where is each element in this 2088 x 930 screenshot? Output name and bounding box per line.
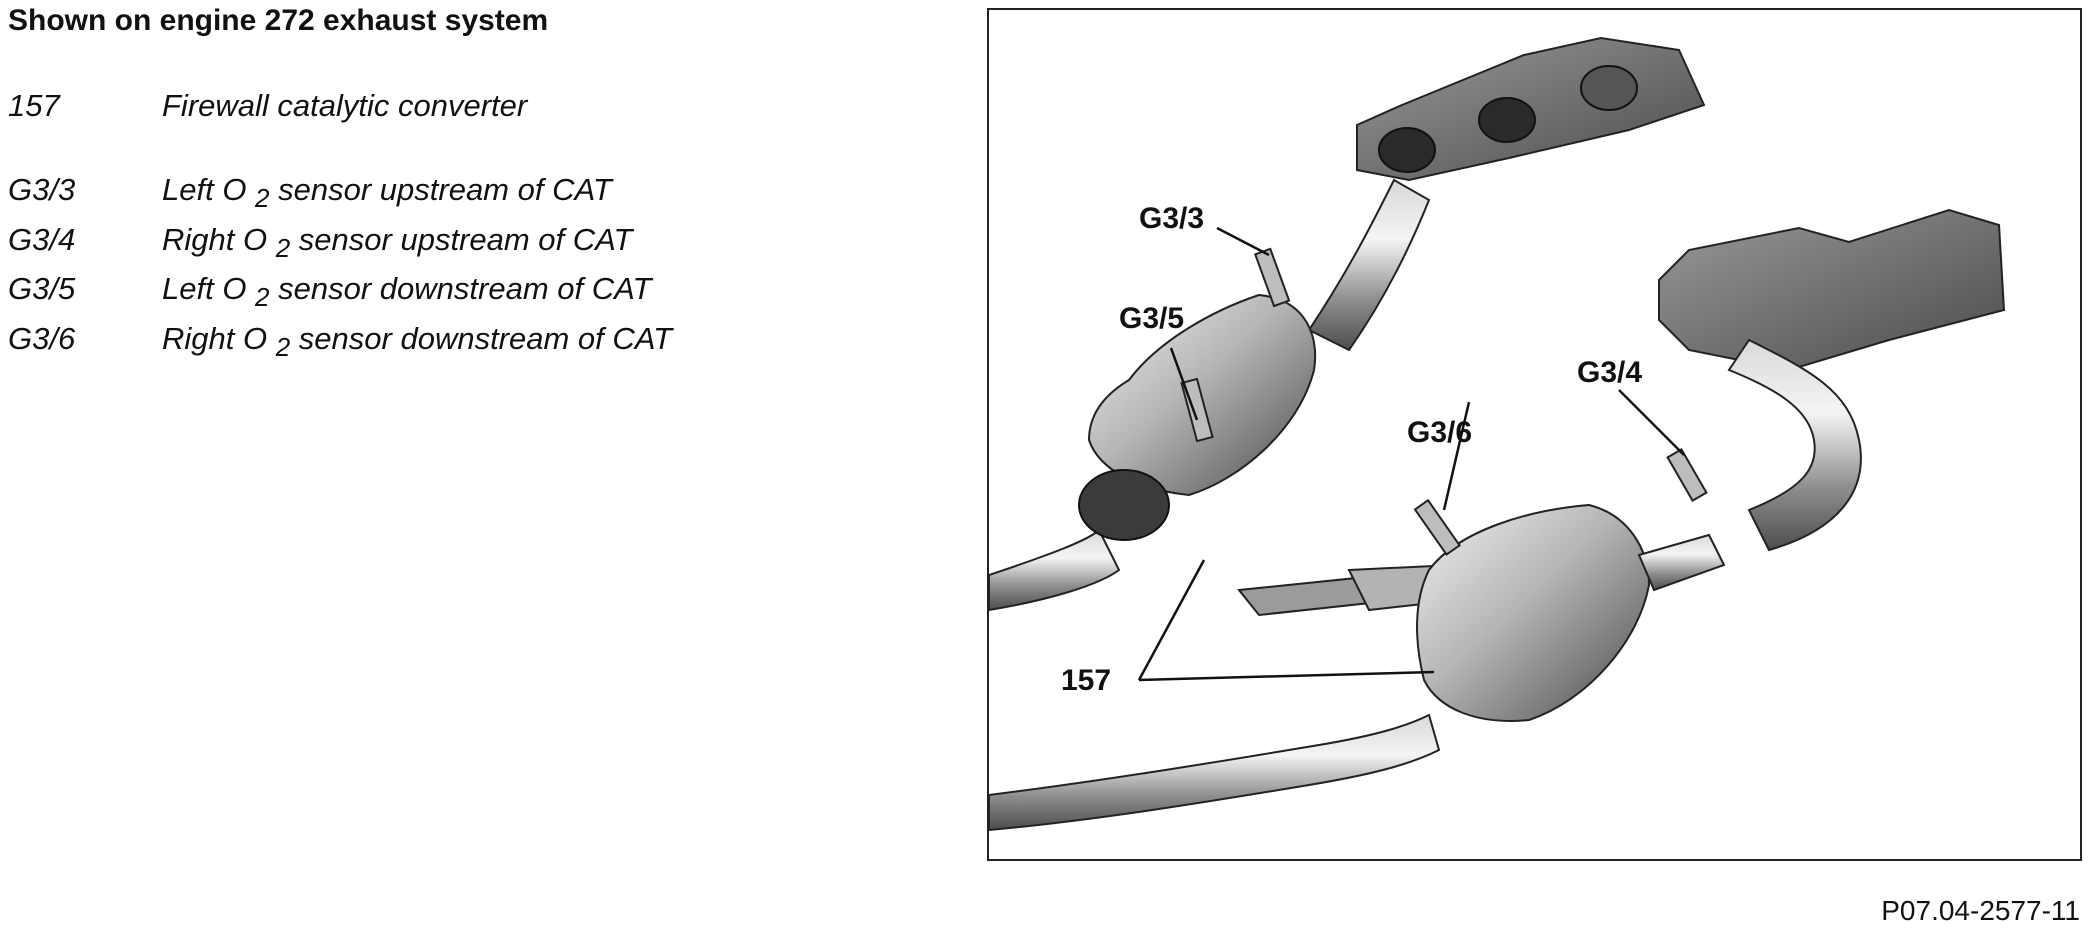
figure-reference-number: P07.04-2577-11 (1881, 895, 2080, 926)
callout-157: 157 (1061, 664, 1111, 697)
right-catalytic-converter (989, 503, 1726, 832)
legend-description: Left O 2 sensor upstream of CAT (162, 172, 612, 213)
leader-g3-3 (1216, 226, 1270, 257)
legend-item: G3/6 Right O 2 sensor downstream of CAT (8, 321, 768, 362)
legend-code: G3/3 (8, 172, 76, 207)
callout-g3-3: G3/3 (1139, 202, 1204, 235)
legend-item: G3/3 Left O 2 sensor upstream of CAT (8, 172, 768, 213)
leader-157-left (1137, 559, 1206, 681)
leader-g3-6 (1442, 401, 1471, 511)
callout-leaders (1137, 226, 1685, 682)
legend-item: G3/5 Left O 2 sensor downstream of CAT (8, 271, 768, 312)
left-catalytic-converter (989, 293, 1317, 612)
legend-code: G3/5 (8, 271, 76, 306)
legend-description: Firewall catalytic converter (162, 88, 528, 123)
legend-item: 157 Firewall catalytic converter (8, 88, 768, 128)
callout-g3-6: G3/6 (1407, 416, 1472, 449)
legend-item: G3/4 Right O 2 sensor upstream of CAT (8, 222, 768, 263)
leader-157-right (1138, 670, 1435, 682)
page-title: Shown on engine 272 exhaust system (8, 4, 549, 37)
leader-g3-4 (1618, 389, 1685, 456)
exhaust-illustration: G3/3 G3/5 G3/4 G3/6 157 (989, 36, 2006, 832)
leader-g3-5 (1169, 347, 1199, 421)
legend-description: Right O 2 sensor upstream of CAT (162, 222, 633, 263)
legend-code: 157 (8, 88, 60, 123)
legend-description: Right O 2 sensor downstream of CAT (162, 321, 673, 362)
left-exhaust-manifold (1307, 36, 1706, 352)
legend-code: G3/4 (8, 222, 76, 257)
exhaust-system-figure: G3/3 G3/5 G3/4 G3/6 157 (987, 8, 2082, 861)
right-exhaust-manifold (1658, 208, 2006, 552)
oxygen-sensors (1180, 247, 1708, 556)
callout-g3-4: G3/4 (1577, 356, 1642, 389)
legend-code: G3/6 (8, 321, 76, 356)
legend-description: Left O 2 sensor downstream of CAT (162, 271, 652, 312)
callout-g3-5: G3/5 (1119, 302, 1184, 335)
